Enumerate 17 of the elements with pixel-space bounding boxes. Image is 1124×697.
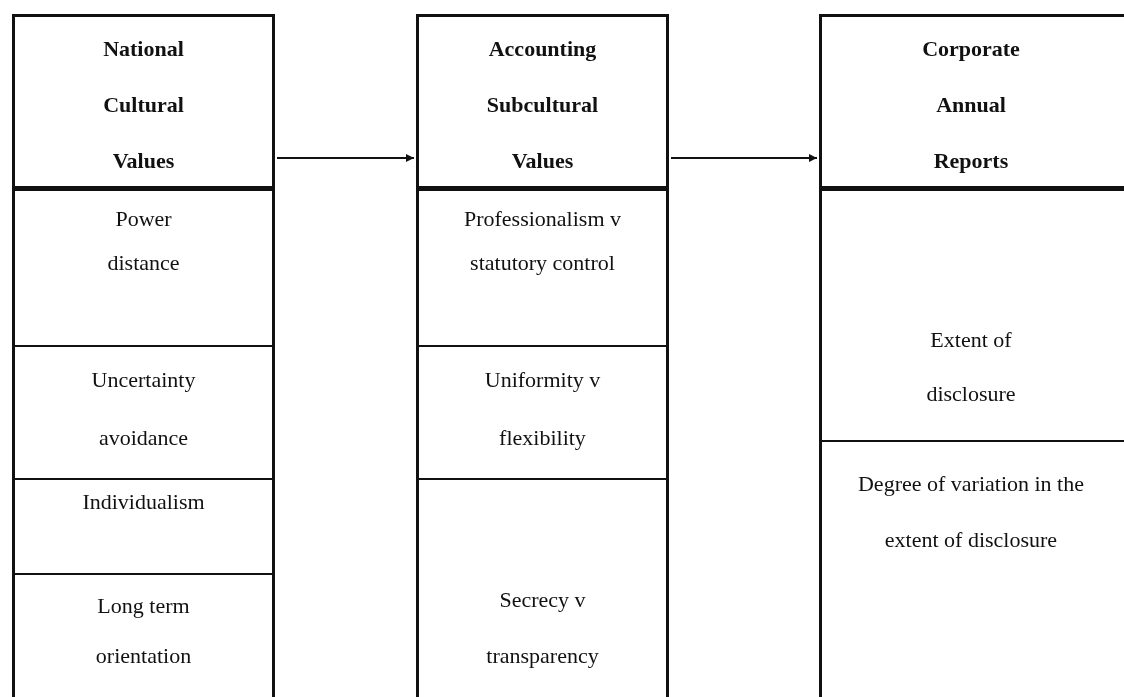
- column-box: [416, 14, 669, 697]
- column-heading: National Cultural Values: [102, 35, 185, 175]
- row-text: Secrecy v transparency: [485, 586, 600, 670]
- row-text: Professionalism v statutory control: [462, 205, 623, 277]
- row-text: Long term orientation: [94, 592, 193, 670]
- row-text: Uncertainty avoidance: [90, 366, 197, 452]
- row-text: Individualism: [81, 488, 206, 516]
- arrow: [276, 154, 415, 162]
- row-text: Power distance: [106, 205, 181, 277]
- row-text: Extent of disclosure: [925, 326, 1017, 408]
- column-box: [12, 14, 275, 697]
- column-heading: Accounting Subcultural Values: [485, 35, 600, 175]
- column-box: [819, 14, 1124, 697]
- arrow: [670, 154, 818, 162]
- row-text: Degree of variation in the extent of disclosure: [857, 470, 1085, 554]
- row-text: Uniformity v flexibility: [483, 366, 602, 452]
- column-heading: Corporate Annual Reports: [921, 35, 1021, 175]
